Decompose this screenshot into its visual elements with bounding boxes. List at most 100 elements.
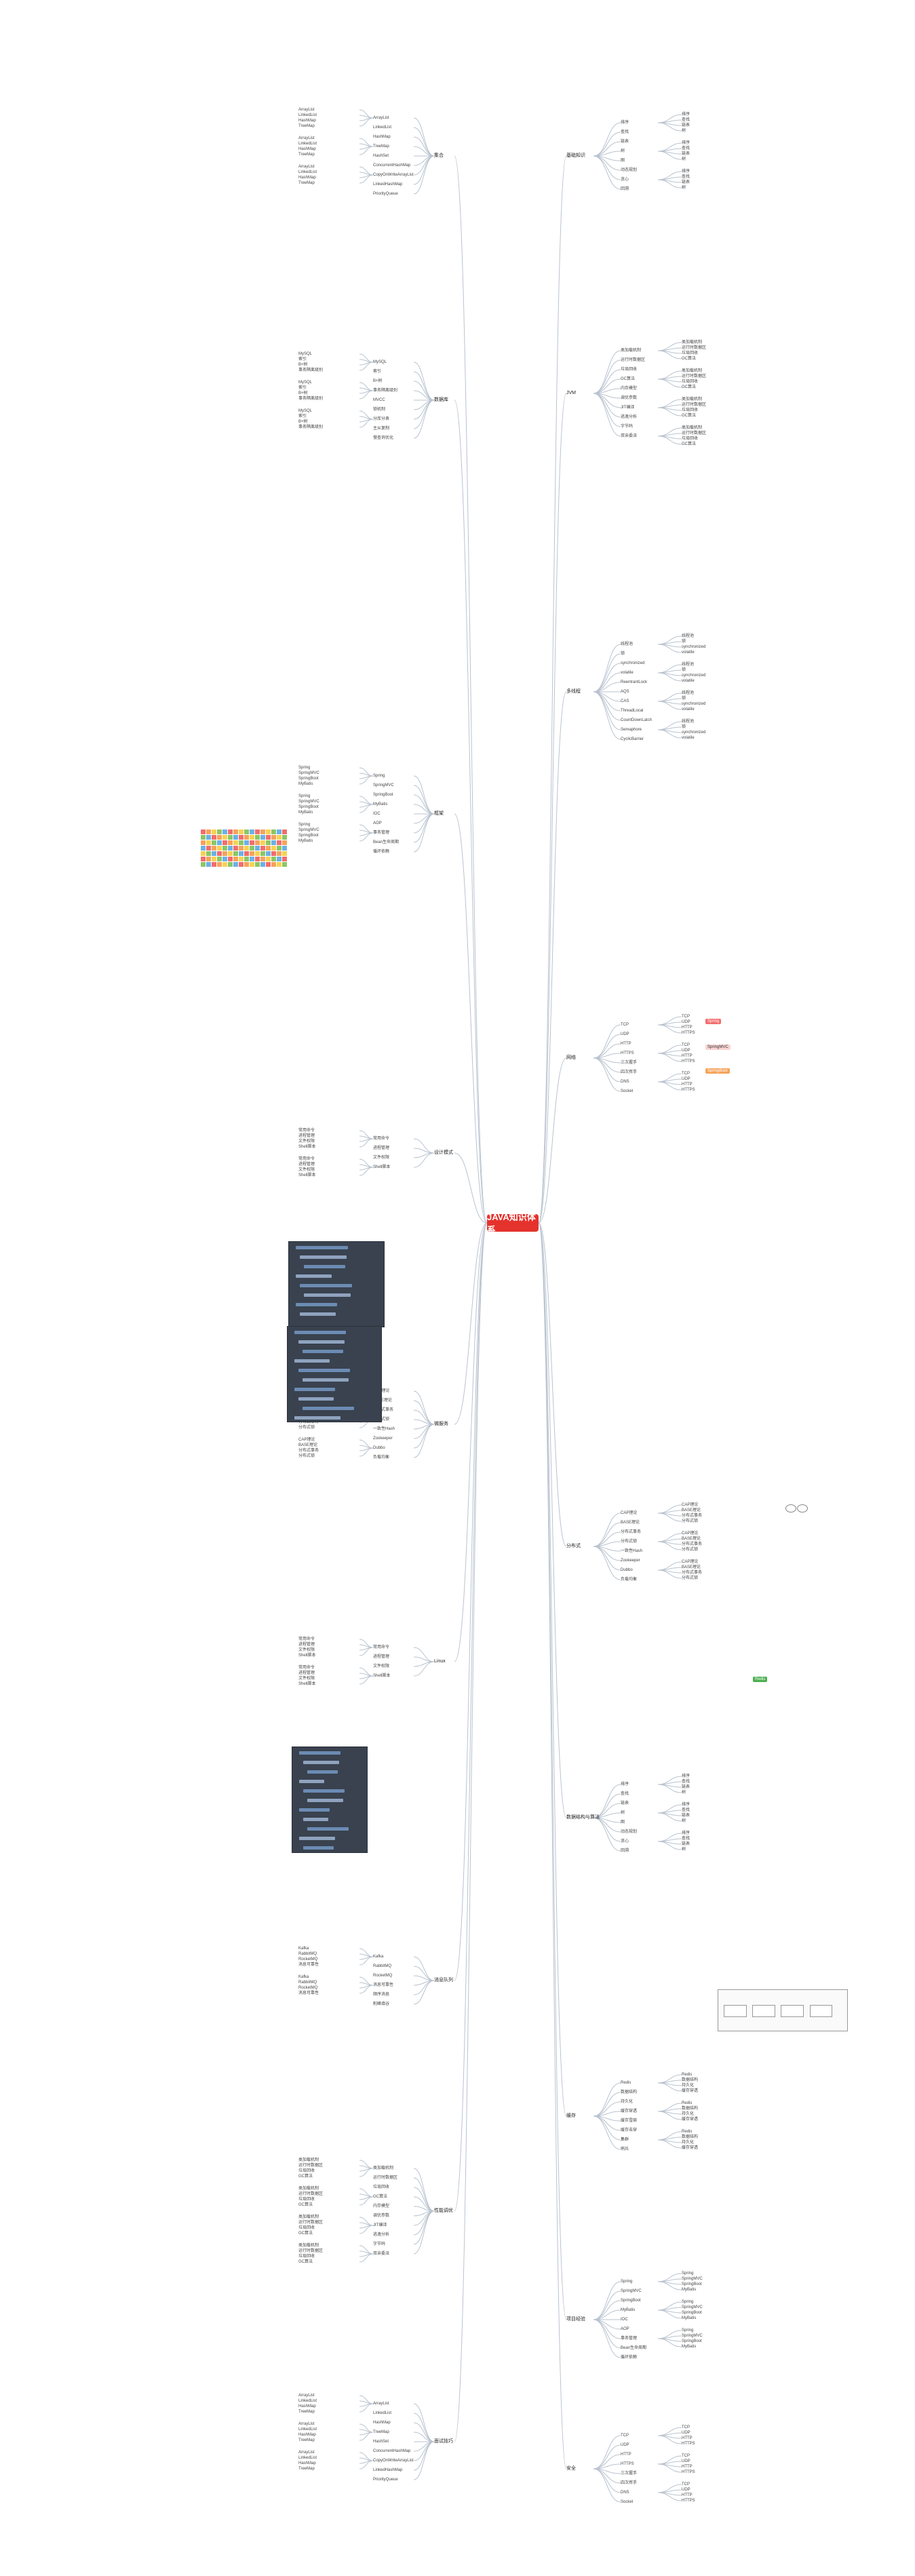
sub-leaf-node[interactable]: 持久化 — [682, 2111, 694, 2117]
sub-leaf-node[interactable]: Redis — [682, 2101, 692, 2106]
leaf-node[interactable]: MySQL — [373, 359, 387, 365]
sub-leaf-node[interactable]: 数据结构 — [682, 2134, 698, 2140]
leaf-node[interactable]: 常用命令 — [373, 1136, 389, 1141]
sub-leaf-node[interactable]: ArrayList — [298, 164, 315, 170]
leaf-node[interactable]: IOC — [621, 2317, 628, 2322]
leaf-node[interactable]: TreeMap — [373, 2429, 389, 2435]
leaf-node[interactable]: 回溯 — [621, 187, 629, 192]
sub-leaf-node[interactable]: 运行时数据区 — [298, 2220, 323, 2225]
sub-leaf-node[interactable]: TreeMap — [298, 2438, 315, 2443]
sub-leaf-node[interactable]: Shell脚本 — [298, 1653, 315, 1658]
leaf-node[interactable]: Spring — [621, 2279, 632, 2284]
leaf-node[interactable]: 事务隔离级别 — [373, 388, 397, 393]
leaf-node[interactable]: Shell脚本 — [373, 1165, 390, 1170]
branch-node[interactable]: 网络 — [566, 1055, 576, 1061]
sub-leaf-node[interactable]: 垃圾回收 — [682, 436, 698, 442]
sub-leaf-node[interactable]: 数据结构 — [682, 2077, 698, 2083]
leaf-node[interactable]: AOP — [373, 821, 382, 826]
leaf-node[interactable]: HashMap — [373, 2420, 391, 2425]
sub-leaf-node[interactable]: 树 — [682, 128, 686, 134]
sub-leaf-node[interactable]: B+树 — [298, 391, 308, 396]
sub-leaf-node[interactable]: synchronized — [682, 701, 705, 707]
sub-leaf-node[interactable]: TreeMap — [298, 180, 315, 186]
branch-node[interactable]: 设计模式 — [434, 1150, 453, 1156]
sub-leaf-node[interactable]: ArrayList — [298, 2421, 315, 2427]
sub-leaf-node[interactable]: LinkedList — [298, 2455, 317, 2461]
leaf-node[interactable]: 回溯 — [621, 1848, 629, 1854]
sub-leaf-node[interactable]: 分布式事务 — [682, 1570, 702, 1576]
sub-leaf-node[interactable]: BASE理论 — [682, 1508, 701, 1513]
sub-leaf-node[interactable]: BASE理论 — [682, 1565, 701, 1570]
sub-leaf-node[interactable]: 索引 — [298, 414, 307, 419]
sub-leaf-node[interactable]: 运行时数据区 — [298, 2248, 323, 2254]
sub-leaf-node[interactable]: HTTPS — [682, 2470, 695, 2475]
sub-leaf-node[interactable]: 分布式锁 — [682, 1547, 698, 1553]
sub-leaf-node[interactable]: RocketMQ — [298, 1985, 317, 1991]
leaf-node[interactable]: TCP — [621, 1022, 629, 1028]
leaf-node[interactable]: TCP — [621, 2433, 629, 2438]
sub-leaf-node[interactable]: HashMap — [298, 2461, 316, 2466]
leaf-node[interactable]: MyBatis — [621, 2307, 635, 2313]
branch-node[interactable]: 数据库 — [434, 397, 448, 403]
leaf-node[interactable]: 贪心 — [621, 1839, 629, 1844]
sub-leaf-node[interactable]: HTTPS — [682, 2441, 695, 2446]
sub-leaf-node[interactable]: Spring — [298, 765, 310, 770]
sub-leaf-node[interactable]: 文件权限 — [298, 1676, 315, 1681]
sub-leaf-node[interactable]: MySQL — [298, 380, 312, 385]
sub-leaf-node[interactable]: CAP理论 — [298, 1437, 315, 1443]
sub-leaf-node[interactable]: 查找 — [682, 146, 690, 151]
sub-leaf-node[interactable]: 索引 — [298, 385, 307, 391]
leaf-node[interactable]: 双亲委派 — [373, 2251, 389, 2257]
leaf-node[interactable]: 类加载机制 — [373, 2166, 393, 2171]
sub-leaf-node[interactable]: Kafka — [298, 1974, 309, 1980]
sub-leaf-node[interactable]: GC算法 — [682, 442, 696, 447]
sub-leaf-node[interactable]: GC算法 — [298, 2231, 313, 2236]
sub-leaf-node[interactable]: 垃圾回收 — [298, 2254, 315, 2259]
sub-leaf-node[interactable]: 树 — [682, 1818, 686, 1824]
leaf-node[interactable]: 动态规划 — [621, 168, 637, 173]
leaf-node[interactable]: 负载均衡 — [373, 1455, 389, 1460]
leaf-node[interactable]: DNS — [621, 1079, 629, 1085]
sub-leaf-node[interactable]: 垃圾回收 — [298, 2197, 315, 2202]
leaf-node[interactable]: 索引 — [373, 369, 381, 374]
sub-leaf-node[interactable]: 分布式锁 — [682, 1576, 698, 1581]
leaf-node[interactable]: 事务管理 — [621, 2336, 637, 2341]
sub-leaf-node[interactable]: 查找 — [682, 117, 690, 123]
sub-leaf-node[interactable]: 线程池 — [682, 633, 694, 639]
leaf-node[interactable]: 调优参数 — [373, 2213, 389, 2219]
sub-leaf-node[interactable]: SpringMVC — [682, 2333, 703, 2339]
leaf-node[interactable]: 常用命令 — [373, 1645, 389, 1650]
sub-leaf-node[interactable]: SpringBoot — [298, 804, 319, 810]
leaf-node[interactable]: 排序 — [621, 120, 629, 125]
leaf-node[interactable]: MVCC — [373, 397, 385, 403]
sub-leaf-node[interactable]: ArrayList — [298, 2393, 315, 2398]
sub-leaf-node[interactable]: 分布式锁 — [298, 1453, 315, 1459]
leaf-node[interactable]: RocketMQ — [373, 1973, 392, 1978]
sub-leaf-node[interactable]: 进程管理 — [298, 1133, 315, 1139]
leaf-node[interactable]: 文件权限 — [373, 1155, 389, 1160]
leaf-node[interactable]: 锁机制 — [373, 407, 385, 412]
leaf-node[interactable]: BASE理论 — [621, 1520, 640, 1525]
sub-leaf-node[interactable]: TCP — [682, 1014, 690, 1019]
leaf-node[interactable]: Semaphore — [621, 727, 642, 733]
sub-leaf-node[interactable]: HTTP — [682, 1082, 693, 1087]
sub-leaf-node[interactable]: 排序 — [682, 112, 690, 117]
leaf-node[interactable]: HashMap — [373, 134, 391, 140]
leaf-node[interactable]: 进程管理 — [373, 1654, 389, 1660]
leaf-node[interactable]: 削峰填谷 — [373, 2002, 389, 2007]
sub-leaf-node[interactable]: HTTPS — [682, 2498, 695, 2503]
sub-leaf-node[interactable]: MyBatis — [298, 810, 313, 815]
leaf-node[interactable]: 树 — [621, 1810, 625, 1816]
sub-leaf-node[interactable]: Spring — [682, 2328, 693, 2333]
leaf-node[interactable]: ArrayList — [373, 2401, 389, 2406]
sub-leaf-node[interactable]: TCP — [682, 2482, 690, 2487]
leaf-node[interactable]: HTTP — [621, 2452, 631, 2457]
sub-leaf-node[interactable]: 消息可靠性 — [298, 1991, 319, 1996]
branch-node[interactable]: 消息队列 — [434, 1978, 453, 1983]
leaf-node[interactable]: 内存模型 — [621, 386, 637, 391]
leaf-node[interactable]: Bean生命周期 — [373, 840, 399, 845]
leaf-node[interactable]: LinkedHashMap — [373, 2467, 402, 2473]
sub-leaf-node[interactable]: 类加载机制 — [682, 425, 702, 431]
sub-leaf-node[interactable]: synchronized — [682, 673, 705, 678]
sub-leaf-node[interactable]: BASE理论 — [682, 1536, 701, 1542]
